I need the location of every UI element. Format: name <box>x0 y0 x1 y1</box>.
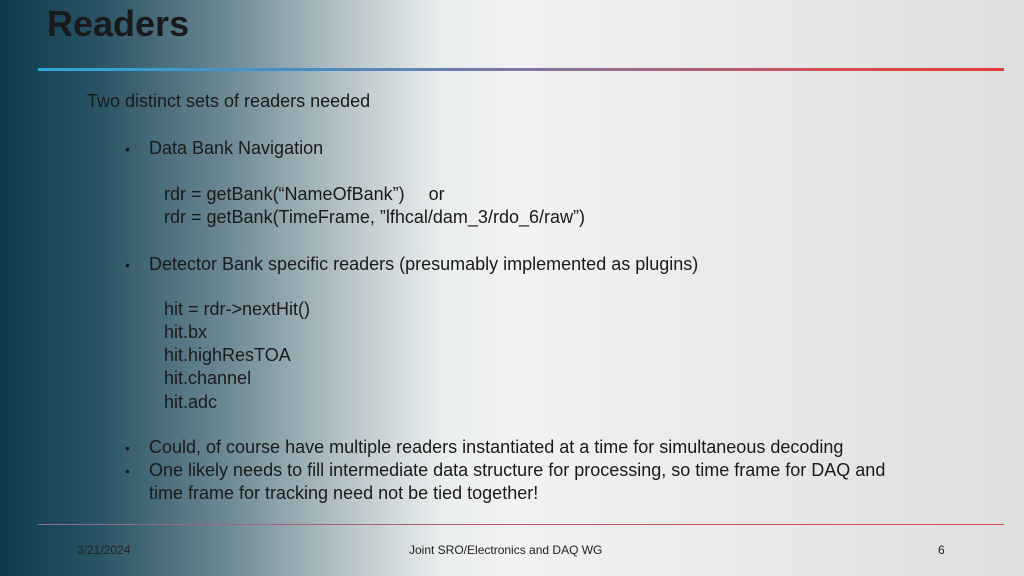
bullet-marker: • <box>125 440 130 456</box>
footer-date: 3/21/2024 <box>77 543 131 557</box>
code-line-getbank-name: rdr = getBank(“NameOfBank”) or <box>164 183 445 206</box>
code-line: hit.highResTOA <box>164 345 291 365</box>
or-text: or <box>428 184 445 204</box>
bullet-data-bank-navigation: Data Bank Navigation <box>149 138 324 158</box>
code-line: hit = rdr->nextHit() <box>164 299 311 319</box>
footer-title: Joint SRO/Electronics and DAQ WG <box>409 543 603 557</box>
bullet-detector-bank-readers: Detector Bank specific readers (presumab… <box>149 254 699 274</box>
bullet-intermediate-structure-line1: One likely needs to fill intermediate da… <box>149 460 886 480</box>
code-line: hit.channel <box>164 368 252 388</box>
bullet-marker: • <box>125 463 130 479</box>
page-number: 6 <box>938 543 945 557</box>
bullet-marker: • <box>125 257 130 273</box>
code-line-getbank-timeframe: rdr = getBank(TimeFrame, ”lfhcal/dam_3/r… <box>164 207 585 227</box>
code-getbank-name: rdr = getBank(“NameOfBank”) <box>164 184 405 204</box>
code-line: hit.adc <box>164 392 218 412</box>
slide-title: Readers <box>47 3 190 44</box>
title-divider <box>38 68 1004 71</box>
code-line: hit.bx <box>164 322 208 342</box>
bullet-marker: • <box>125 141 130 157</box>
intro-text: Two distinct sets of readers needed <box>87 91 371 111</box>
footer-divider <box>38 524 1004 525</box>
bullet-intermediate-structure-line2: time frame for tracking need not be tied… <box>149 483 539 503</box>
bullet-multiple-readers: Could, of course have multiple readers i… <box>149 437 844 457</box>
